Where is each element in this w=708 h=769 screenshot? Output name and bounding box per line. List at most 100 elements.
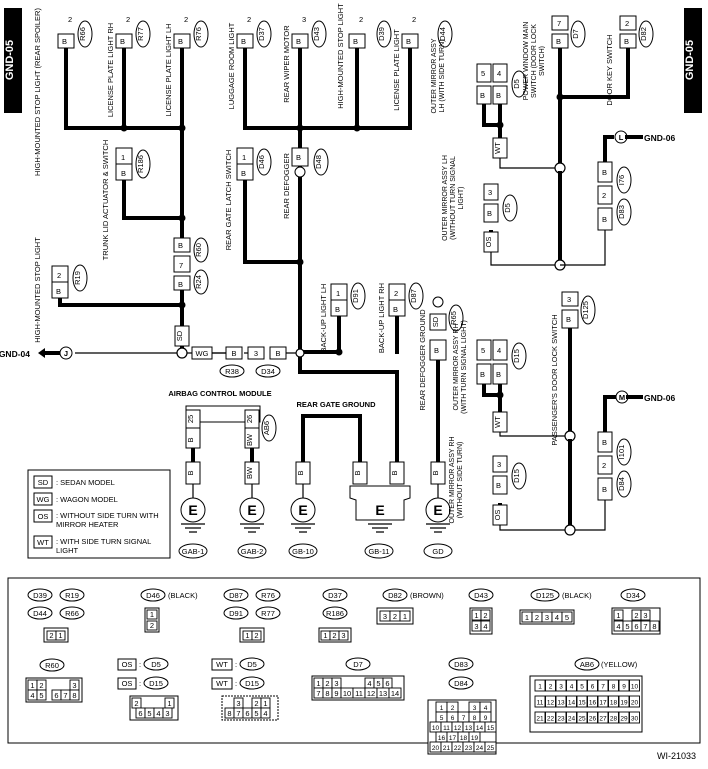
conn-group-6: D43 1 2 3 4: [468, 588, 494, 635]
svg-text:D5: D5: [151, 660, 161, 669]
svg-text:B: B: [496, 481, 501, 490]
svg-text:BACK-UP LIGHT LH: BACK-UP LIGHT LH: [319, 284, 328, 353]
svg-text:5: 5: [481, 69, 485, 78]
svg-text:B: B: [496, 370, 501, 379]
mirror-lh-with-turn-d5: 5 4 B B D5 OUTER MIRROR ASSY LH (WITH SI…: [431, 38, 527, 159]
svg-text:D37: D37: [257, 27, 266, 41]
svg-text:BW: BW: [245, 433, 254, 446]
svg-text:5: 5: [565, 613, 569, 622]
svg-text:B: B: [296, 37, 301, 46]
load-r76: B 2 R76 LICENSE PLATE LIGHT LH: [164, 15, 209, 117]
svg-text:D48: D48: [314, 155, 323, 169]
pin-label: 13: [557, 700, 565, 707]
pin-label: 5: [440, 715, 444, 722]
passenger-door-lock-d125: 3 B D125 PASSENGER'S DOOR LOCK SWITCH: [550, 291, 596, 446]
svg-text:1: 1: [242, 153, 246, 162]
pin-ab6-10: [629, 679, 640, 692]
middle-wiring: [243, 46, 412, 464]
svg-text:GND-05: GND-05: [684, 40, 696, 80]
pin-ab6-17: [597, 695, 609, 708]
svg-text:14: 14: [391, 689, 399, 698]
connector-r60-r24: B 7 B R60 R24 SD: [173, 237, 209, 347]
pin-ab6-16: [587, 695, 598, 708]
svg-text:GD: GD: [432, 547, 444, 556]
pin-label: 25: [578, 716, 586, 723]
svg-text:3: 3: [334, 679, 338, 688]
svg-text:(BLACK): (BLACK): [168, 591, 198, 600]
svg-text:1: 1: [336, 289, 340, 298]
svg-text:: WAGON MODEL: : WAGON MODEL: [56, 495, 118, 504]
pin-ab6-11: [534, 695, 546, 708]
svg-text:B: B: [496, 91, 501, 100]
svg-text:R19: R19: [65, 591, 79, 600]
svg-text:7: 7: [316, 689, 320, 698]
pin-ab6-18: [608, 695, 619, 708]
svg-text:R19: R19: [73, 271, 82, 285]
pin-label: 2: [549, 684, 553, 691]
svg-text:REAR DEFOGGER GROUND: REAR DEFOGGER GROUND: [418, 309, 427, 411]
svg-text:7: 7: [179, 261, 183, 270]
svg-text:: SEDAN MODEL: : SEDAN MODEL: [56, 478, 115, 487]
svg-text:3: 3: [474, 622, 478, 631]
connector-d83: B 2 B I76 D83: [597, 161, 632, 231]
pin-label: 14: [568, 700, 576, 707]
trunk-lid-actuator: B 1 R186 TRUNK LID ACTUATOR & SWITCH: [101, 140, 151, 261]
pin-label: 7: [601, 684, 605, 691]
pin-ab6-20: [629, 695, 640, 708]
pin-ab6-19: [618, 695, 630, 708]
svg-text:2: 2: [483, 611, 487, 620]
pin-label: 2: [451, 705, 455, 712]
svg-text:(BLACK): (BLACK): [562, 591, 592, 600]
svg-text:2: 2: [49, 631, 53, 640]
svg-text:7: 7: [643, 622, 647, 631]
svg-text:2: 2: [254, 699, 258, 708]
svg-text:3: 3: [383, 612, 387, 621]
pin-label: 13: [465, 725, 473, 732]
svg-text:D83: D83: [617, 205, 626, 219]
svg-text:REAR WIPER MOTOR: REAR WIPER MOTOR: [282, 25, 291, 103]
hm-stop-light-r19: B 2 R19 HIGH-MOUNTED STOP LIGHT: [33, 237, 88, 343]
svg-text:D15: D15: [512, 469, 521, 483]
pin-label: 1: [440, 705, 444, 712]
svg-text:13: 13: [379, 689, 387, 698]
svg-text:4: 4: [367, 679, 371, 688]
pin-ab6-15: [576, 695, 588, 708]
svg-text:D5: D5: [503, 203, 512, 213]
pin-ab6-29: [618, 711, 630, 724]
rear-gate-ground-label: REAR GATE GROUND: [296, 400, 376, 409]
svg-text:2: 2: [394, 289, 398, 298]
pin-ab6-6: [587, 679, 598, 692]
svg-text:25: 25: [186, 415, 195, 423]
pin-label: 12: [547, 700, 555, 707]
svg-text:B: B: [480, 91, 485, 100]
svg-text:5: 5: [39, 691, 43, 700]
svg-text:GB-10: GB-10: [292, 547, 314, 556]
svg-text:D44: D44: [33, 609, 47, 618]
svg-text:6: 6: [54, 691, 58, 700]
svg-text:SD: SD: [431, 316, 440, 327]
pin-label: 30: [631, 716, 639, 723]
svg-text:B: B: [602, 168, 607, 177]
pin-label: 18: [460, 735, 468, 742]
pin-label: 3: [559, 684, 563, 691]
ground-wires-left: [191, 358, 440, 464]
pin-label: 21: [536, 716, 544, 723]
svg-text:TRUNK LID ACTUATOR & SWITCH: TRUNK LID ACTUATOR & SWITCH: [101, 140, 110, 261]
svg-text:B: B: [186, 470, 195, 475]
svg-text:8: 8: [227, 709, 231, 718]
svg-text:5: 5: [147, 709, 151, 718]
svg-text:2: 2: [57, 271, 61, 280]
pin-label: 7: [462, 715, 466, 722]
svg-text:HIGH-MOUNTED STOP LIGHT: HIGH-MOUNTED STOP LIGHT: [33, 237, 42, 343]
pin-label: 19: [620, 700, 628, 707]
svg-text:4: 4: [30, 691, 34, 700]
svg-text:D37: D37: [328, 591, 342, 600]
pin-ab6-25: [576, 711, 588, 724]
svg-text:I76: I76: [617, 175, 626, 185]
conn-group-5: D82 (BROWN) 3 2 1: [376, 588, 444, 625]
svg-text:B: B: [335, 305, 340, 314]
pin-label: 6: [451, 715, 455, 722]
svg-text:B: B: [120, 37, 125, 46]
svg-text:D46: D46: [146, 591, 160, 600]
